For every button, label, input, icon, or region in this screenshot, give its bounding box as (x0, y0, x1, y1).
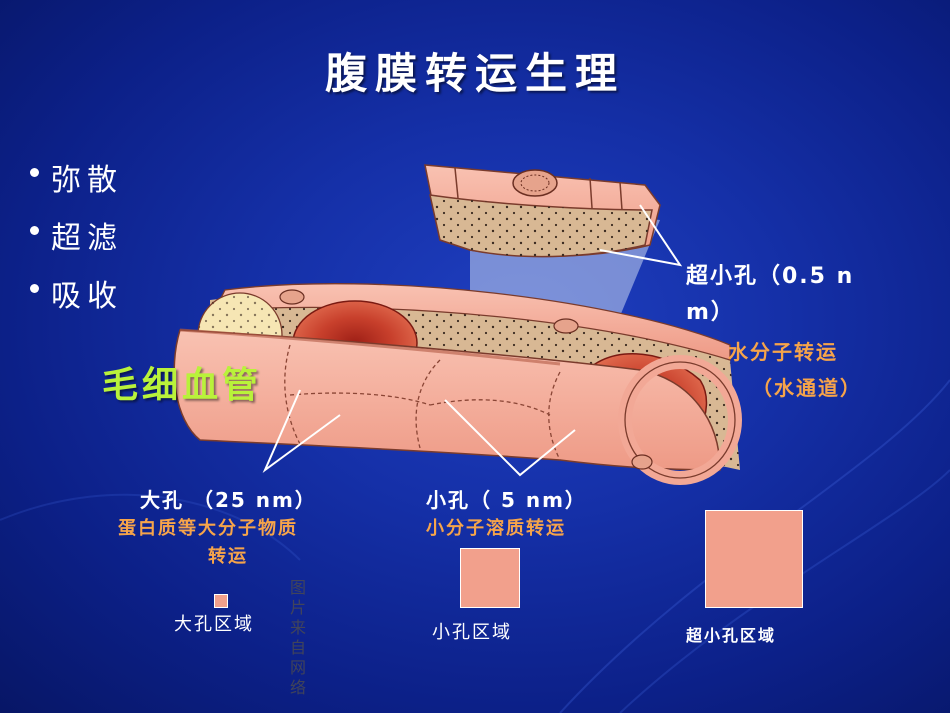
pointer-lines (262, 204, 683, 477)
large-pore-desc-2: 转运 (208, 546, 248, 567)
bullet-diffusion: 弥散 (30, 148, 123, 206)
bullet-dot-icon (30, 283, 39, 293)
bullet-list: 弥散 超滤 吸收 (30, 148, 123, 322)
legend-ultra-small-pore-swatch (705, 510, 803, 608)
bullet-ultrafiltration: 超滤 (30, 206, 123, 264)
small-pore-label: 小孔（ 5 nm） (426, 488, 587, 512)
ultra-small-pore-label-2: m） (686, 300, 735, 325)
bullet-text: 超滤 (51, 221, 123, 256)
legend-small-pore-text: 小孔区域 (432, 622, 512, 643)
vertical-watermark-text: 图片来自网络 (290, 578, 307, 697)
bullet-dot-icon (30, 167, 39, 177)
legend-large-pore-swatch (214, 594, 228, 608)
magnified-wall-section (424, 164, 661, 258)
bullet-text: 弥散 (51, 163, 123, 198)
large-pore-desc-1: 蛋白质等大分子物质 (118, 518, 298, 539)
bullet-absorption: 吸收 (30, 264, 123, 322)
legend-large-pore-text: 大孔区域 (174, 614, 254, 635)
capillary-label: 毛细血管 (102, 365, 263, 406)
large-pore-label: 大孔 （25 nm） (140, 488, 317, 512)
bullet-dot-icon (30, 225, 39, 235)
ultra-small-pore-desc-1: 水分子转运 (728, 340, 838, 364)
bullet-text: 吸收 (51, 279, 123, 314)
ultra-small-pore-label-1: 超小孔（0.5 n (686, 264, 855, 289)
legend-small-pore-swatch (460, 548, 520, 608)
legend-ultra-small-pore-text: 超小孔区域 (686, 626, 777, 645)
ultra-small-pore-desc-2: （水通道） (752, 376, 862, 400)
small-pore-desc: 小分子溶质转运 (426, 518, 566, 539)
slide-title: 腹膜转运生理 (324, 49, 625, 98)
